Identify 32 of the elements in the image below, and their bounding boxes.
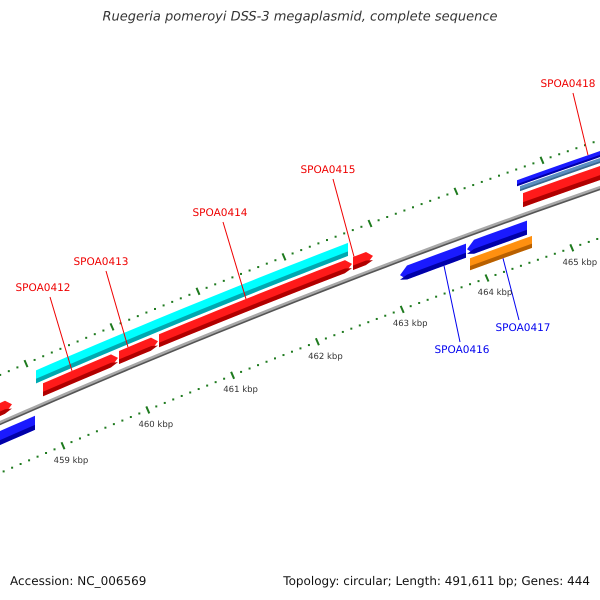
scale-label: 460 kbp (138, 421, 174, 431)
gene-label: SPOA0415 (300, 164, 356, 176)
leader-line (50, 296, 72, 372)
leader-line (222, 222, 246, 300)
leader-line (572, 92, 588, 156)
scale-label: 461 kbp (223, 386, 258, 396)
leader-line (106, 270, 128, 348)
map-title: Ruegeria pomeroyi DSS-3 megaplasmid, complete sequence (102, 10, 498, 26)
feature-bar (470, 236, 532, 270)
leader-line (444, 265, 460, 342)
accession-label: Accession: NC_006569 (10, 575, 146, 589)
scale-label: 463 kbp (392, 320, 428, 330)
gene-feature (0, 400, 12, 416)
gene-label: SPOA0416 (434, 344, 490, 356)
scale-label: 462 kbp (308, 352, 343, 363)
feature-bar (523, 164, 600, 208)
gene-label: SPOA0414 (192, 206, 248, 220)
scale-label: 459 kbp (54, 456, 88, 467)
leader-line (332, 178, 354, 258)
scale-label: 464 kbp (478, 289, 512, 299)
feature-bar (0, 416, 35, 445)
gene-label: SPOA0417 (496, 322, 550, 334)
sequence-info: Topology: circular; Length: 491,611 bp; Genes: 444 (283, 575, 590, 589)
gene-label: SPOA0413 (74, 256, 128, 268)
gene-feature (400, 244, 466, 280)
gene-feature (43, 354, 118, 396)
gene-label: SPOA0412 (16, 282, 70, 294)
gene-label: SPOA0418 (540, 78, 596, 90)
gene-feature (159, 260, 352, 348)
scale-label: 465 kbp (562, 258, 598, 269)
gene-feature (119, 338, 158, 364)
gene-feature (353, 252, 373, 270)
